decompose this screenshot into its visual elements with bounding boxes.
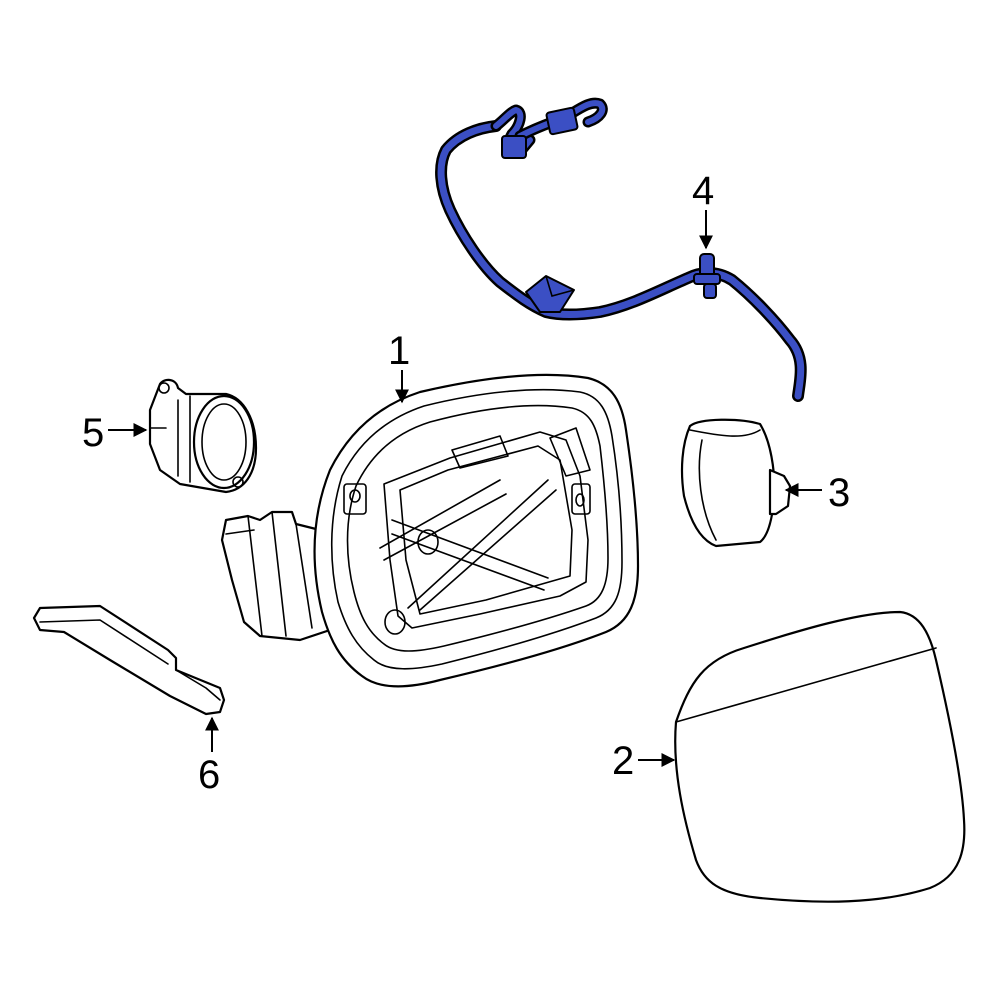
callout-6: 6 (198, 716, 220, 797)
wiring-harness[interactable] (435, 97, 807, 402)
housing-cavity (383, 431, 589, 629)
callout-label-6: 6 (198, 753, 220, 797)
callout-5: 5 (82, 411, 148, 455)
fuel-door-panel (674, 610, 966, 903)
harness-clip (501, 135, 527, 159)
callout-label-5: 5 (82, 411, 104, 455)
fuel-door[interactable] (674, 610, 966, 903)
hinge-arm[interactable] (32, 604, 226, 716)
harness-connector-mid (525, 275, 575, 313)
housing-outer-rim (313, 373, 640, 688)
hinge-arm-body (32, 604, 226, 716)
harness-cable (437, 122, 805, 400)
callout-label-2: 2 (612, 739, 634, 783)
harness-cable-outline (435, 120, 807, 402)
callout-label-3: 3 (828, 471, 850, 515)
callout-2: 2 (612, 739, 676, 783)
callout-4: 4 (692, 169, 714, 250)
actuator-face (192, 394, 256, 490)
housing-inner-rim-1 (330, 388, 623, 670)
fuel-door-housing[interactable] (220, 373, 640, 688)
bumper[interactable] (680, 418, 792, 548)
callout-1: 1 (388, 329, 410, 404)
harness-connector-top (545, 106, 579, 136)
callout-3: 3 (784, 471, 850, 515)
housing-inner-rim-2 (346, 404, 609, 652)
fuel-door-crease (675, 647, 937, 723)
callout-label-4: 4 (692, 169, 714, 213)
actuator[interactable] (148, 378, 258, 494)
callout-label-1: 1 (388, 329, 410, 373)
bumper-body (680, 418, 776, 548)
